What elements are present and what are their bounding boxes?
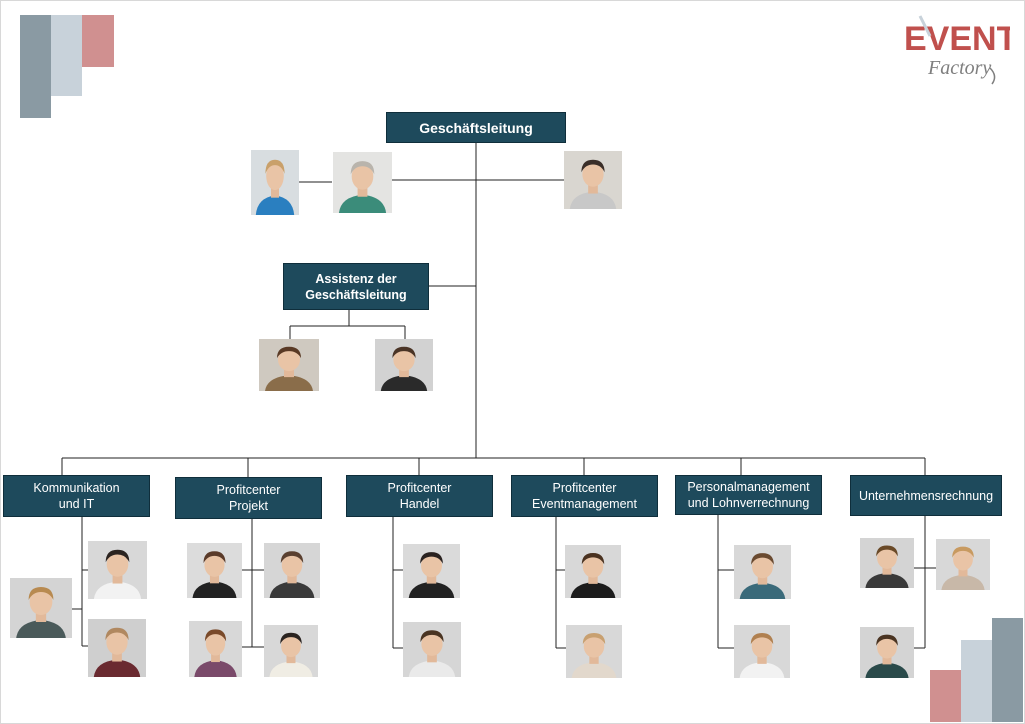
person-photo [88, 541, 147, 599]
person-photo [375, 339, 433, 391]
person-photo [734, 625, 790, 678]
dept-label-line1: Profitcenter [216, 483, 281, 497]
box-kommunikation-it: Kommunikation und IT [3, 475, 150, 517]
person-photo [860, 627, 914, 678]
dept-label-line1: Personalmanagement [687, 480, 810, 494]
person-photo [860, 538, 914, 588]
box-profitcenter-handel: Profitcenter Handel [346, 475, 493, 517]
person-photo [189, 621, 242, 677]
dept-label-line2: Projekt [229, 499, 268, 513]
person-photo [251, 150, 299, 215]
person-photo [187, 543, 242, 598]
dept-label-line1: Unternehmensrechnung [858, 488, 994, 503]
person-photo [403, 622, 461, 677]
dept-label-line2: Handel [399, 497, 440, 511]
person-photo [564, 151, 622, 209]
dept-label-line2: und Lohnverrechnung [687, 496, 810, 510]
dept-label-line1: Profitcenter [552, 481, 617, 495]
dept-label-line1: Kommunikation [33, 481, 120, 495]
person-photo [264, 625, 318, 677]
logo-text-factory: Factory [927, 57, 991, 79]
person-photo [88, 619, 146, 677]
dept-label-line2: und IT [58, 497, 95, 511]
assistant-label-line1: Assistenz der [315, 271, 397, 286]
event-factory-logo: EVENT Factory [902, 10, 1018, 88]
person-photo [333, 152, 392, 213]
dept-label-line1: Profitcenter [387, 481, 452, 495]
person-photo [403, 544, 460, 598]
person-photo [10, 578, 72, 638]
person-photo [259, 339, 319, 391]
assistant-label-line2: Geschäftsleitung [305, 287, 407, 302]
box-unternehmensrechnung: Unternehmensrechnung [850, 475, 1002, 516]
box-profitcenter-eventmanagement: Profitcenter Eventmanagement [511, 475, 658, 517]
box-personalmanagement: Personalmanagement und Lohnverrechnung [675, 475, 822, 515]
person-photo [566, 625, 622, 678]
logo-text-event: EVENT [904, 20, 1010, 58]
person-photo [264, 543, 320, 598]
box-geschaeftsleitung-label: Geschäftsleitung [419, 119, 533, 136]
box-geschaeftsleitung: Geschäftsleitung [386, 112, 566, 143]
person-photo [565, 545, 621, 598]
dept-label-line2: Eventmanagement [532, 497, 637, 511]
box-profitcenter-projekt: Profitcenter Projekt [175, 477, 322, 519]
person-photo [734, 545, 791, 599]
box-assistenz: Assistenz der Geschäftsleitung [283, 263, 429, 310]
person-photo [936, 539, 990, 590]
